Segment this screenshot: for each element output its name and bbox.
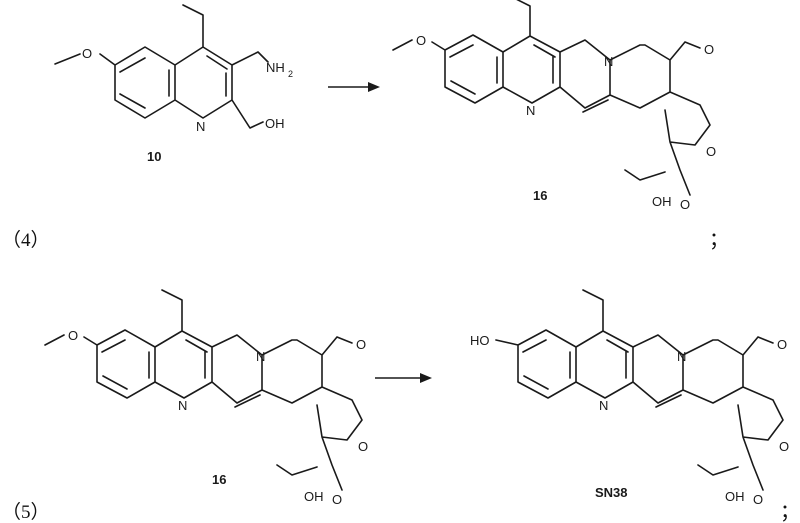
compound-16-top-lactone-oxygen: O	[706, 144, 716, 159]
compound-10-number: 10	[147, 149, 161, 164]
step-4: （4） ； O NH 2 N OH 10 O N N O O OH O 16	[2, 0, 729, 251]
compound-sn38-hydroxyl: OH	[725, 489, 745, 504]
compound-16-top-methoxy-oxygen: O	[416, 33, 426, 48]
compound-10-methoxy-oxygen: O	[82, 46, 92, 61]
compound-sn38-carbonyl-oxygen: O	[753, 492, 763, 507]
compound-10-amine-subscript: 2	[288, 69, 293, 79]
compound-16-top-number: 16	[533, 188, 547, 203]
compound-16-top-hydroxyl: OH	[652, 194, 672, 209]
compound-sn38-lactone-oxygen: O	[779, 439, 789, 454]
compound-10-bonds	[54, 4, 269, 129]
compound-16-bottom-lactone-oxygen: O	[358, 439, 368, 454]
step-4-semicolon: ；	[709, 229, 729, 251]
compound-16-bottom-lactam-nitrogen: N	[256, 349, 265, 364]
compound-16-bottom-keto-oxygen: O	[356, 337, 366, 352]
compound-10-hydroxyl: OH	[265, 116, 285, 131]
compound-16-bottom-number: 16	[212, 472, 226, 487]
step-4-label: （4）	[2, 229, 50, 251]
compound-16-top-lactam-nitrogen: N	[604, 54, 613, 69]
compound-16-top-quinoline-nitrogen: N	[526, 103, 535, 118]
compound-sn38-structure: HO N N O O OH O SN38	[470, 289, 789, 507]
compound-16-bottom-carbonyl-oxygen: O	[332, 492, 342, 507]
compound-16-bottom-structure: O N N O O OH O 16	[44, 289, 368, 507]
compound-10-ring-nitrogen: N	[196, 119, 205, 134]
compound-16-top-keto-oxygen: O	[704, 42, 714, 57]
compound-10-amine-nh: NH	[266, 60, 285, 75]
compound-sn38-hydroxyl-phenol: HO	[470, 333, 490, 348]
step-5-label: （5）	[2, 501, 50, 523]
step-4-arrow	[328, 82, 380, 92]
compound-16-top-carbonyl-oxygen: O	[680, 197, 690, 212]
compound-16-bottom-bonds	[44, 289, 363, 491]
compound-sn38-number: SN38	[595, 485, 628, 500]
compound-16-top-bonds	[392, 0, 711, 196]
compound-16-top-structure: O N N O O OH O 16	[392, 0, 716, 212]
arrow-right-icon	[368, 82, 380, 92]
compound-sn38-quinoline-nitrogen: N	[599, 398, 608, 413]
compound-sn38-keto-oxygen: O	[777, 337, 787, 352]
compound-sn38-bonds	[495, 289, 784, 491]
step-5-semicolon: ；	[780, 501, 800, 523]
compound-16-bottom-quinoline-nitrogen: N	[178, 398, 187, 413]
compound-sn38-lactam-nitrogen: N	[677, 349, 686, 364]
step-5: （5） ； O N N O O OH O 16 HO N N O O OH	[2, 289, 800, 523]
compound-16-bottom-hydroxyl: OH	[304, 489, 324, 504]
step-5-arrow	[375, 373, 432, 383]
compound-16-bottom-methoxy-oxygen: O	[68, 328, 78, 343]
compound-10-structure: O NH 2 N OH 10	[54, 4, 293, 164]
arrow-right-icon	[420, 373, 432, 383]
